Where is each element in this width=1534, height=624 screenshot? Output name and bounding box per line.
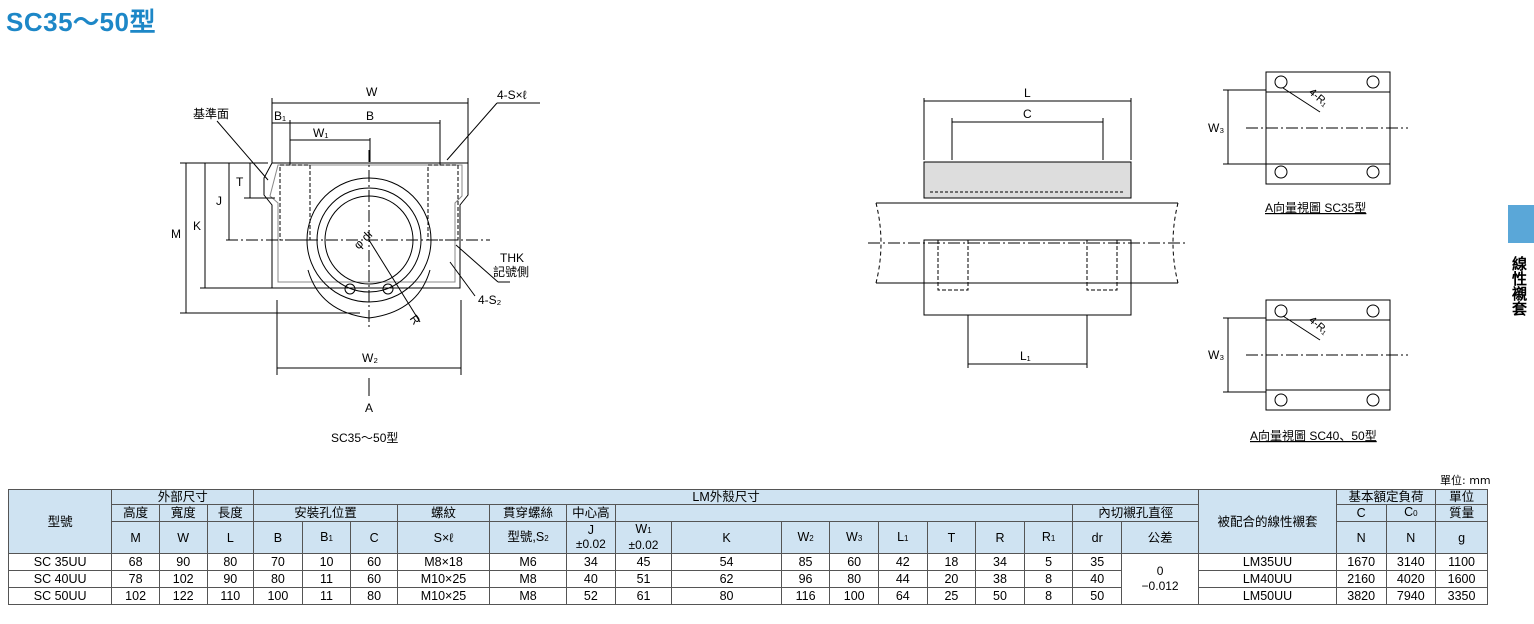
th-bore: 內切襯孔直徑 — [1072, 504, 1200, 522]
th-mass-2: 質量 — [1435, 504, 1488, 522]
dim-W1: W₁ — [313, 126, 328, 140]
section-tab-marker — [1508, 205, 1534, 243]
section-tab-label: 線性襯套 — [1510, 256, 1528, 316]
dim-K: K — [193, 219, 201, 233]
th-B1: B1 — [301, 521, 352, 554]
th-C0: C0 — [1385, 504, 1437, 522]
th-g: g — [1435, 521, 1488, 554]
s2-label: 4-S₂ — [478, 293, 502, 307]
dim-R: R — [407, 312, 424, 327]
th-thru: 貫穿螺絲 — [489, 504, 568, 522]
dim-L: L — [1024, 86, 1031, 100]
hole-spec-label: 4-S×ℓ — [497, 88, 527, 102]
bore-tolerance: 0−0.012 — [1121, 553, 1200, 605]
thk-side-label: 記號側 — [493, 264, 529, 279]
th-L: L — [206, 521, 255, 554]
th-N2: N — [1385, 521, 1437, 554]
front-caption: SC35～50型 — [331, 431, 398, 445]
caption-sc35: A向量視圖 SC35型 — [1265, 200, 1366, 215]
a-view-sc35-outline — [1223, 71, 1408, 185]
th-outer: 外部尺寸 — [111, 489, 255, 505]
th-screw: 螺紋 — [396, 504, 491, 522]
dim-C: C — [1023, 107, 1032, 121]
page-title: SC35～50型 — [6, 7, 156, 37]
dim-W2: W₂ — [362, 351, 378, 365]
caption-sc40-50: A向量視圖 SC40、50型 — [1250, 428, 1377, 443]
unit-label: 單位: mm — [1440, 474, 1491, 487]
th-J: J±0.02 — [566, 521, 616, 554]
th-width: 寬度 — [158, 504, 208, 522]
th-length: 長度 — [206, 504, 255, 522]
th-W3: W3 — [829, 521, 879, 554]
th-C: C — [1335, 504, 1387, 522]
th-height: 高度 — [111, 504, 160, 522]
th-W2: W2 — [780, 521, 831, 554]
th-model: 型號 — [7, 489, 113, 554]
dim-dr: φ dr — [351, 227, 376, 252]
th-L1: L1 — [877, 521, 928, 554]
th-M: M — [111, 521, 160, 554]
th-N1: N — [1335, 521, 1387, 554]
th-B: B — [253, 521, 303, 554]
technical-drawing: W B₁ B W₁ 基準面 4-S×ℓ T J M K φ dr THK 記號側… — [171, 71, 1408, 445]
dim-W3-sc40: W₃ — [1208, 348, 1224, 362]
th-dr: dr — [1072, 521, 1123, 554]
th-W1: W1±0.02 — [614, 521, 673, 554]
th-lm: LM外殼尺寸 — [253, 489, 1200, 505]
th-center: 中心高 — [566, 504, 616, 522]
th-Sl: S×ℓ — [396, 521, 491, 554]
side-view-outline — [868, 98, 1186, 368]
dim-B: B — [366, 109, 374, 123]
th-W: W — [158, 521, 208, 554]
th-bushing: 被配合的線性襯套 — [1198, 489, 1337, 554]
dim-L1: L₁ — [1020, 349, 1031, 363]
thk-label: THK — [500, 251, 524, 265]
th-R: R — [975, 521, 1025, 554]
th-K: K — [671, 521, 782, 554]
ref-face-label: 基準面 — [193, 106, 229, 121]
th-T: T — [926, 521, 977, 554]
dim-W3-sc35: W₃ — [1208, 121, 1224, 135]
th-load: 基本額定負荷 — [1335, 489, 1437, 505]
dim-M: M — [171, 227, 181, 241]
th-C-mount: C — [350, 521, 398, 554]
front-view-outline — [180, 98, 540, 396]
dim-B1: B₁ — [274, 109, 286, 123]
dim-J: J — [216, 194, 222, 208]
th-mount: 安裝孔位置 — [253, 504, 398, 522]
th-tol: 公差 — [1121, 521, 1200, 554]
th-R1: R1 — [1023, 521, 1074, 554]
dim-T: T — [236, 175, 244, 189]
th-mass-1: 單位 — [1435, 489, 1488, 505]
view-arrow-A: A — [365, 401, 373, 415]
th-S2: 型號,S2 — [489, 521, 568, 554]
a-view-sc40-50-outline — [1223, 299, 1408, 411]
spec-table: 型號 外部尺寸 LM外殼尺寸 被配合的線性襯套 基本額定負荷 單位 高度 寬度 … — [7, 489, 1488, 605]
dim-W: W — [366, 85, 378, 99]
